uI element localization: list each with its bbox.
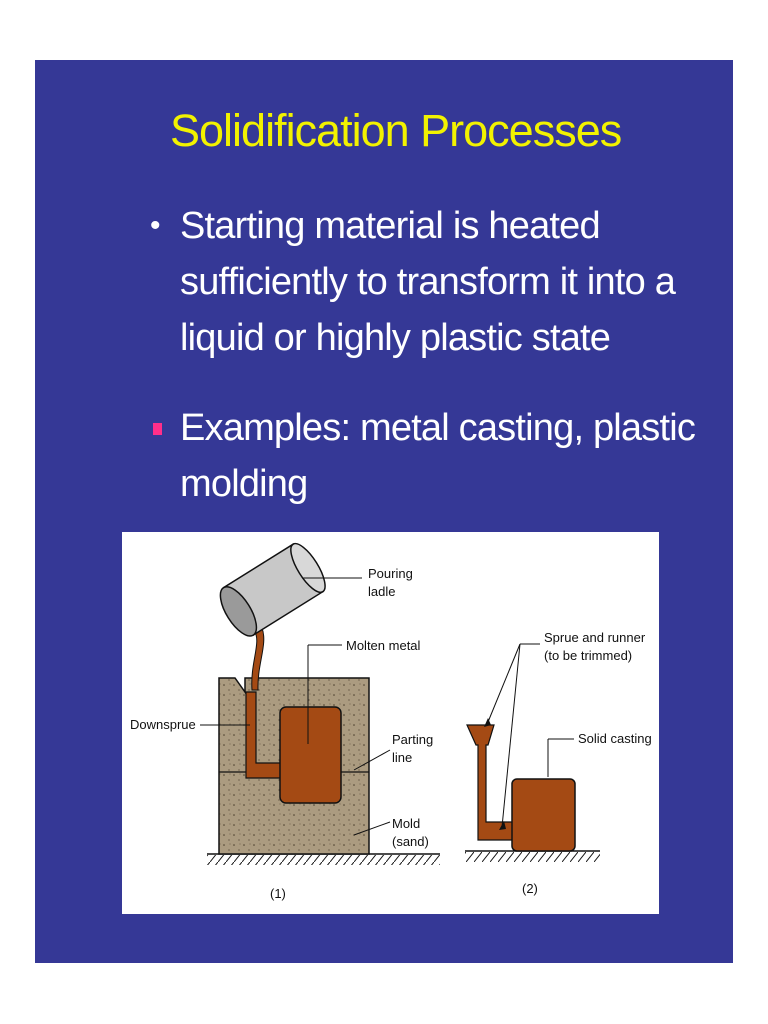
label-pouring: Pouring	[368, 566, 413, 581]
sprue-and-runner	[466, 724, 515, 841]
casting-diagram: Pouring ladle Molten metal Downsprue Par…	[122, 532, 659, 914]
molten-stream	[251, 627, 265, 691]
bullet-item: Examples: metal casting, plastic molding	[153, 400, 700, 512]
leader-line	[487, 643, 521, 723]
label-ladle: ladle	[368, 584, 395, 599]
label-line: line	[392, 750, 412, 765]
bullet-dot-icon: •	[150, 209, 160, 242]
label-sprue-runner: Sprue and runner	[544, 630, 646, 645]
leader-line	[353, 749, 391, 771]
label-mold: Mold	[392, 816, 420, 831]
leader-line	[501, 643, 521, 828]
label-downsprue: Downsprue	[130, 717, 196, 732]
bullet-line: liquid or highly plastic state	[180, 317, 611, 359]
label-molten-metal: Molten metal	[346, 638, 421, 653]
slide: Solidification Processes • Starting mate…	[35, 60, 733, 963]
slide-title: Solidification Processes	[170, 105, 622, 156]
arrowhead	[484, 718, 491, 727]
label-step-1: (1)	[270, 886, 286, 901]
ground-hatch	[465, 852, 600, 862]
label-to-be-trimmed: (to be trimmed)	[544, 648, 632, 663]
mold-cavity	[279, 706, 342, 804]
pouring-ladle	[219, 542, 326, 637]
label-step-2: (2)	[522, 881, 538, 896]
leader-line	[353, 821, 391, 836]
bullet-square-icon	[153, 423, 162, 435]
bullet-line: Examples: metal casting, plastic	[180, 407, 696, 449]
bullet-item: • Starting material is heated sufficient…	[150, 198, 700, 366]
label-parting: Parting	[392, 732, 433, 747]
bullet-line: sufficiently to transform it into a	[180, 261, 676, 303]
bullet-line: Starting material is heated	[180, 205, 601, 247]
ground-hatch	[207, 855, 440, 865]
arrowhead	[499, 821, 506, 830]
solid-casting	[511, 778, 576, 852]
label-sand: (sand)	[392, 834, 429, 849]
bullet-line: molding	[180, 463, 308, 505]
label-solid-casting: Solid casting	[578, 731, 652, 746]
casting-diagram-svg: Pouring ladle Molten metal Downsprue Par…	[130, 542, 652, 901]
